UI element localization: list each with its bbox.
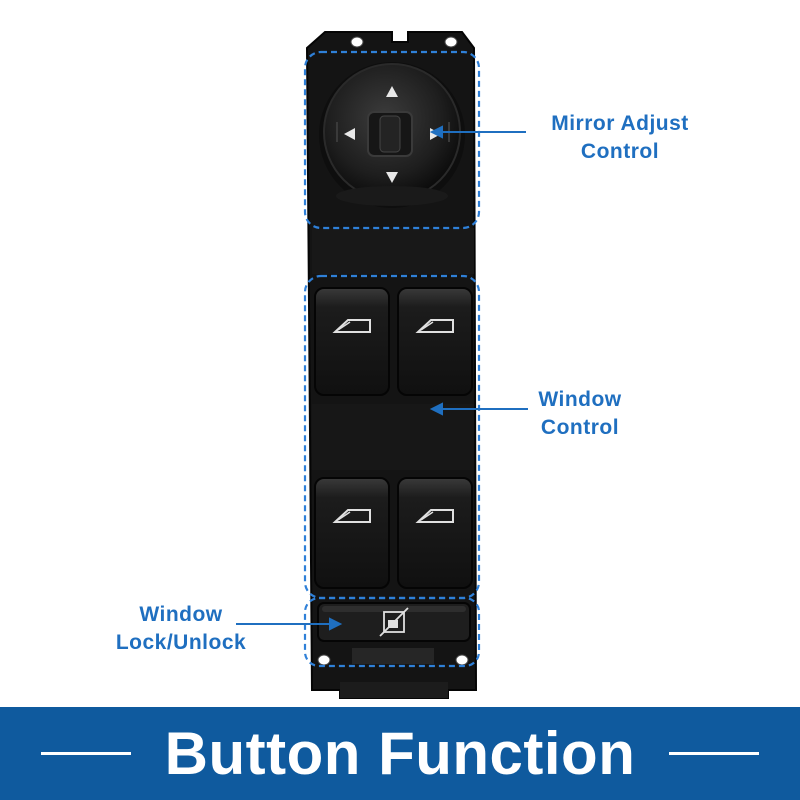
callout-outlines bbox=[303, 50, 481, 668]
arrow-up-icon bbox=[386, 86, 398, 97]
mirror-adjust-callout: Mirror Adjust Control bbox=[520, 110, 720, 166]
mirror-callout-line2: Control bbox=[580, 140, 660, 163]
lock-outline bbox=[303, 596, 481, 668]
window-callout-line1: Window bbox=[538, 388, 622, 411]
mounting-hole bbox=[444, 36, 458, 48]
window-callout-line2: Control bbox=[540, 416, 620, 439]
mounting-hole bbox=[350, 36, 364, 48]
mirror-adjust-knob[interactable] bbox=[319, 62, 465, 208]
arrow-left-icon bbox=[344, 128, 355, 140]
window-switch-front-right[interactable] bbox=[397, 287, 473, 396]
banner-rule-right bbox=[669, 752, 760, 755]
title-banner: Button Function bbox=[0, 707, 800, 800]
banner-title: Button Function bbox=[164, 720, 636, 787]
mounting-holes bbox=[317, 36, 469, 666]
mounting-hole bbox=[455, 654, 469, 666]
mirror-leader-arrow bbox=[429, 125, 443, 139]
window-lock-button[interactable] bbox=[317, 602, 471, 664]
window-leader-arrow bbox=[429, 402, 443, 416]
window-lock-icon bbox=[379, 607, 409, 637]
mirror-callout-line1: Mirror Adjust bbox=[551, 112, 689, 135]
window-switch-rear-left[interactable] bbox=[314, 477, 390, 589]
window-icon bbox=[332, 319, 371, 333]
banner-rule-left bbox=[40, 752, 131, 755]
lock-callout-line1: Window bbox=[139, 603, 223, 626]
lock-leader-arrow bbox=[329, 617, 343, 631]
mirror-outline bbox=[303, 50, 481, 230]
window-lock-callout: Window Lock/Unlock bbox=[96, 601, 266, 657]
window-icon bbox=[332, 509, 371, 523]
leader-lines bbox=[236, 125, 528, 631]
window-switch-front-left[interactable] bbox=[314, 287, 390, 396]
lock-callout-line2: Lock/Unlock bbox=[115, 631, 247, 654]
window-control-callout: Window Control bbox=[520, 386, 640, 442]
arrow-down-icon bbox=[386, 172, 398, 183]
mounting-hole bbox=[317, 654, 331, 666]
window-icon bbox=[415, 509, 454, 523]
window-switch-rear-right[interactable] bbox=[397, 477, 473, 589]
window-icon bbox=[415, 319, 454, 333]
